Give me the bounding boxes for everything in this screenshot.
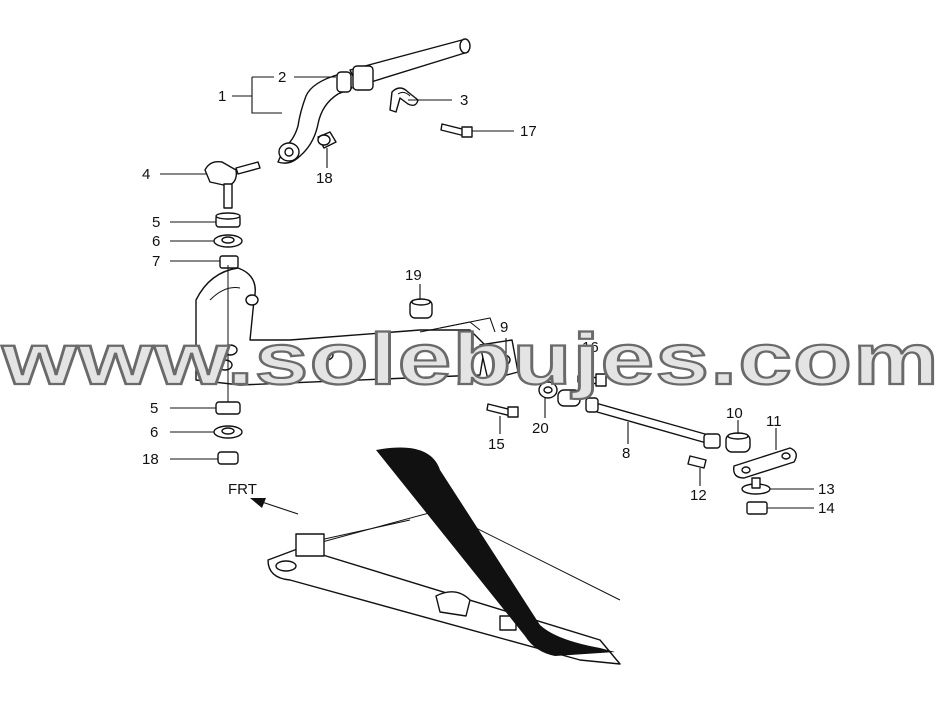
callout-12: 12 [690,487,707,504]
washer-5-top [215,212,241,228]
callout-labels: 1 2 3 17 4 18 5 6 7 19 9 16 5 6 18 15 20… [142,69,835,517]
callout-4: 4 [142,166,150,183]
nut-7 [219,255,239,269]
callout-6-top: 6 [152,233,160,250]
washer-6-bottom [213,425,243,439]
clamp-3 [389,87,419,113]
callout-16: 16 [582,339,599,356]
callout-18-bottom: 18 [142,451,159,468]
bushing-19 [409,298,433,319]
callout-7: 7 [152,253,160,270]
nut-14 [746,501,768,515]
callout-5-top: 5 [152,214,160,231]
watermark-text: www.solebujes.com [1,320,940,400]
bracket-11 [733,447,797,479]
bushing-18-top [317,131,337,149]
bolt-8 [585,397,721,449]
bushing-10 [725,432,751,453]
bolt-15 [486,403,519,418]
washer-6-top [213,234,243,248]
callout-2: 2 [278,69,286,86]
callout-1: 1 [218,88,226,105]
callout-8: 8 [622,445,630,462]
bushing-mid [557,389,581,407]
callout-6-bottom: 6 [150,424,158,441]
callout-19: 19 [405,267,422,284]
callout-5-bottom: 5 [150,400,158,417]
washer-5-bottom [215,401,241,415]
front-direction-label: FRT [228,481,257,498]
bolt-16 [577,373,607,387]
stabilizer-bar [277,38,471,164]
front-direction-arrow [250,498,299,515]
callout-10: 10 [726,405,743,422]
callout-18-top: 18 [316,170,333,187]
callout-20: 20 [532,420,549,437]
washer-20 [538,381,558,399]
clip-12 [687,455,707,469]
callout-13: 13 [818,481,835,498]
section-cut-band [376,447,615,656]
nut-18-bottom [217,451,239,465]
link-4 [204,160,261,209]
bolt-17 [440,123,473,138]
callout-9: 9 [500,319,508,336]
callout-14: 14 [818,500,835,517]
callout-11: 11 [766,413,782,430]
leader-lines [160,76,814,509]
callout-15: 15 [488,436,505,453]
callout-17: 17 [520,123,537,140]
callout-3: 3 [460,92,468,109]
lower-control-arm [195,265,519,410]
